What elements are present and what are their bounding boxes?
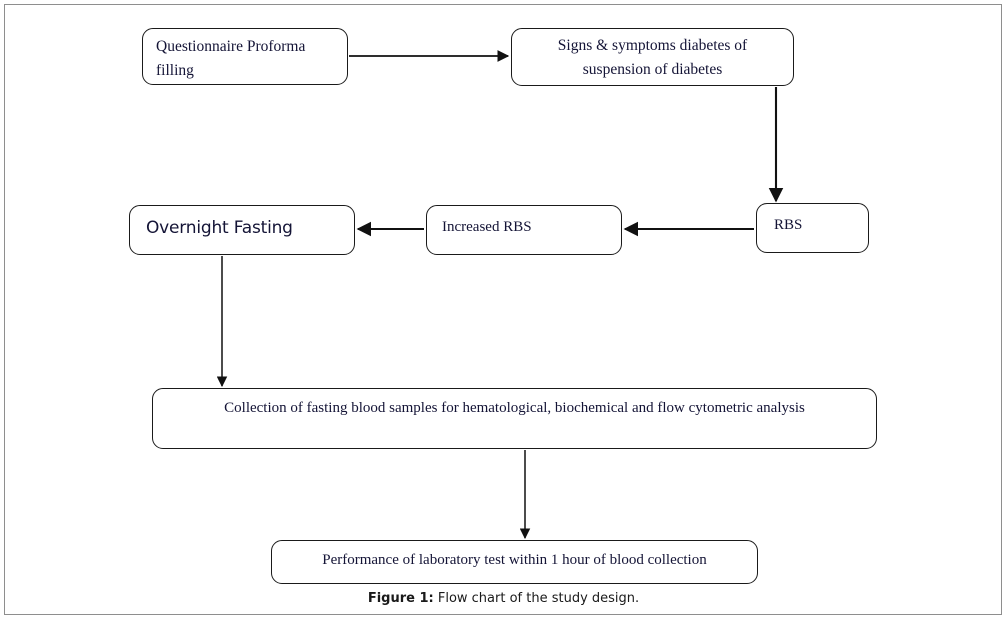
node-questionnaire-proforma-filling[interactable]: Questionnaire Proforma filling [142,28,348,85]
node-performance-of-laboratory-test[interactable]: Performance of laboratory test within 1 … [271,540,758,584]
node-performance-label: Performance of laboratory test within 1 … [322,552,707,568]
node-signs-and-symptoms[interactable]: Signs & symptoms diabetes of suspension … [511,28,794,86]
figure-caption: Figure 1: Flow chart of the study design… [0,591,1007,606]
node-signs-line2: suspension of diabetes [582,61,723,79]
node-rbs[interactable]: RBS [756,203,869,253]
figure-caption-text: Flow chart of the study design. [433,591,640,606]
node-rbs-label: RBS [774,217,803,233]
node-increased-rbs-label: Increased RBS [442,219,532,235]
node-signs-label: Signs & symptoms diabetes of suspension … [520,34,785,82]
node-questionnaire-label: Questionnaire Proforma filling [156,38,306,80]
node-signs-line1: Signs & symptoms diabetes of [557,37,748,54]
node-collection-label: Collection of fasting blood samples for … [224,400,805,416]
node-overnight-fasting-label: Overnight Fasting [146,218,293,238]
node-overnight-fasting[interactable]: Overnight Fasting [129,205,355,255]
figure-border [4,4,1002,615]
figure-caption-label: Figure 1: [367,591,434,606]
node-collection-of-fasting-blood-samples[interactable]: Collection of fasting blood samples for … [152,388,877,449]
node-increased-rbs[interactable]: Increased RBS [426,205,622,255]
